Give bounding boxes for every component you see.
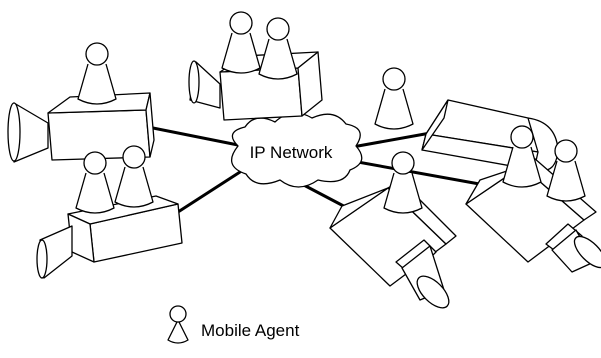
camera-right-upper-body [421,99,559,172]
ip-network-label: IP Network [250,143,333,162]
link-left-lower-camera [176,170,242,214]
camera-bottom [329,151,457,309]
mobile-agent [546,139,586,202]
link-right-upper-camera [356,130,438,148]
mobile-agent [383,151,423,214]
mobile-agent [374,67,414,130]
mobile-agent-icon [167,305,189,344]
mobile-agent [221,11,261,74]
mobile-agent [77,42,117,105]
ip-network-cloud: IP Network [230,112,363,188]
camera-top [188,11,323,121]
camera-bottom-body [329,179,457,309]
camera-left-body [7,92,155,163]
camera-left-lower [36,145,183,279]
mobile-agent [258,17,298,80]
legend: Mobile Agent [167,305,300,344]
legend-label: Mobile Agent [201,321,300,340]
mobile-agent [75,151,115,214]
camera-left-lower-body [36,195,183,279]
camera-left [7,42,155,163]
camera-right-lower [465,125,601,273]
link-left-camera [146,125,240,147]
